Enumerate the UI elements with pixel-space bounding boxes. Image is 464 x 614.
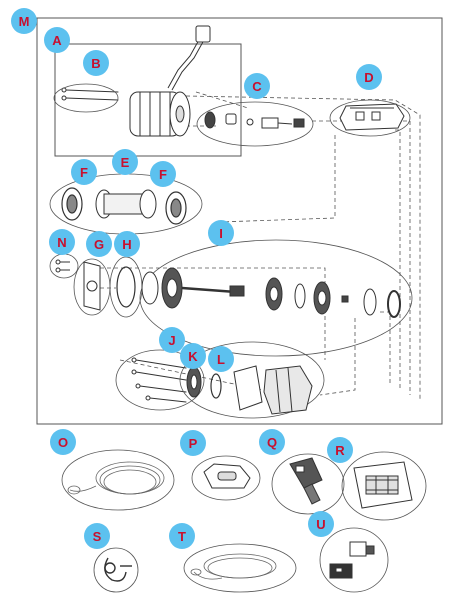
part-h-outline [109,256,143,318]
svg-text:C: C [252,79,262,94]
part-a-motor [129,25,211,137]
part-f-bushings [61,187,187,225]
bubble-o: O [50,429,76,455]
bubble-p: P [180,430,206,456]
part-p-fairlead [203,463,251,489]
label-bubbles: M A B C D E F F N G H I J K L O P Q R S … [11,8,382,549]
part-u-outline [319,527,389,593]
part-kl-outline [179,341,325,419]
svg-text:R: R [335,443,345,458]
part-c-parts [204,111,305,129]
bubble-a: A [44,27,70,53]
part-q-outline [271,453,345,515]
bubble-e: E [112,149,138,175]
assembly-frame [36,17,443,425]
bubble-n: N [49,229,75,255]
svg-text:U: U [316,517,325,532]
part-d-outline [329,99,411,137]
bubble-j: J [159,327,185,353]
bubble-u: U [308,511,334,537]
bubble-r: R [327,437,353,463]
part-t-outline [183,543,297,593]
part-p-outline [191,455,261,501]
part-c-outline [196,101,314,147]
part-j-outline [115,349,205,411]
svg-text:A: A [52,33,62,48]
leader-lines [93,91,421,401]
bubble-k: K [180,343,206,369]
svg-text:H: H [122,237,131,252]
part-n-outline [49,253,79,279]
part-t-rope [190,553,277,580]
svg-text:T: T [178,529,186,544]
part-d-tie-bar [339,103,405,131]
svg-text:D: D [364,70,373,85]
bubble-l: L [208,346,234,372]
svg-text:L: L [217,352,225,367]
part-r-outline [341,451,427,521]
part-q-remote [289,457,323,505]
svg-text:I: I [219,226,223,241]
svg-text:Q: Q [267,435,277,450]
part-o-wire-rope [67,461,165,495]
part-i-outline [139,239,413,357]
bubble-s: S [84,523,110,549]
part-i-gear-train [141,267,401,318]
part-r-roller-fairlead [353,461,413,509]
bubble-f-left: F [71,159,97,185]
svg-text:F: F [80,165,88,180]
part-h-ring [116,266,136,308]
part-n-screws [55,259,70,273]
svg-text:K: K [188,349,198,364]
svg-text:S: S [93,529,102,544]
part-b-outline [53,83,119,113]
svg-text:G: G [94,237,104,252]
part-u-switch [329,541,375,579]
motor-cable [167,37,201,89]
svg-text:M: M [19,14,30,29]
bubble-i: I [208,220,234,246]
svg-text:J: J [168,333,175,348]
part-o-outline [61,449,175,511]
svg-text:F: F [159,167,167,182]
cable-connector [195,25,211,43]
part-s-outline [93,547,139,593]
bubble-d: D [356,64,382,90]
bubble-c: C [244,73,270,99]
part-l-ring [210,373,222,399]
svg-text:N: N [57,235,66,250]
gear-housing [233,365,313,415]
part-k-gear [186,366,202,398]
part-e-drum [95,189,157,219]
part-b-bolts [61,87,119,101]
frame-a [54,43,242,157]
bubble-m: M [11,8,37,34]
part-j-bolts [131,357,187,403]
bubble-t: T [169,523,195,549]
frame-m [36,17,443,425]
svg-text:P: P [189,436,198,451]
bubble-h: H [114,231,140,257]
bubble-f-right: F [150,161,176,187]
svg-text:B: B [91,56,100,71]
part-g-plate [83,261,101,311]
svg-text:O: O [58,435,68,450]
svg-text:E: E [121,155,130,170]
bubble-q: Q [259,429,285,455]
bubble-b: B [83,50,109,76]
bubble-g: G [86,231,112,257]
part-s-hook [104,557,132,582]
